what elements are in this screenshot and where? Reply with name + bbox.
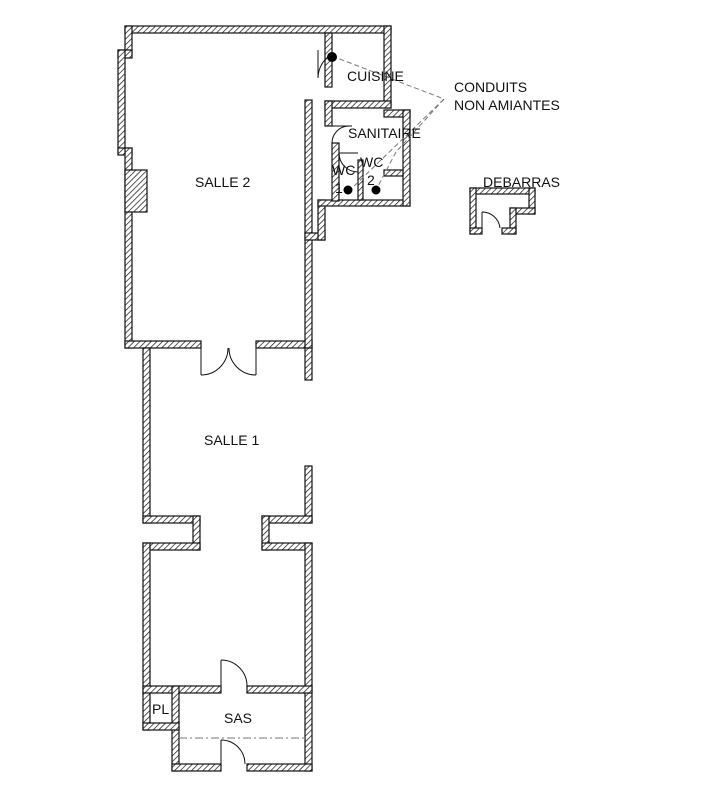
room-label-wc1-line2: 1 bbox=[335, 180, 343, 196]
duct-markers bbox=[327, 52, 381, 195]
debarras-walls bbox=[469, 187, 536, 235]
room-label-wc2-line1: WC bbox=[360, 154, 383, 170]
salle2-walls bbox=[117, 25, 411, 349]
debarras-door bbox=[481, 211, 501, 229]
annotation-line1: CONDUITS bbox=[454, 79, 527, 95]
duct-lines bbox=[331, 55, 445, 191]
room-label-debarras: DEBARRAS bbox=[483, 174, 560, 190]
room-label-sanitaire: SANITAIRE bbox=[348, 125, 421, 141]
salle2-double-door bbox=[200, 347, 257, 376]
duct-marker-wc2 bbox=[371, 185, 381, 195]
room-label-cuisine: CUISINE bbox=[347, 68, 404, 84]
room-label-sas: SAS bbox=[224, 710, 252, 726]
room-label-wc1-line1: WC bbox=[332, 162, 355, 178]
room-label-salle1: SALLE 1 bbox=[204, 432, 259, 448]
room-label-pl: PL bbox=[152, 701, 169, 717]
room-label-wc2-line2: 2 bbox=[367, 172, 375, 188]
room-label-salle2: SALLE 2 bbox=[195, 174, 250, 190]
sas-doors bbox=[220, 659, 248, 765]
salle1-walls bbox=[142, 347, 313, 551]
duct-marker-cuisine bbox=[327, 52, 337, 62]
annotation-line2: NON AMIANTES bbox=[454, 97, 560, 113]
duct-marker-wc1 bbox=[343, 185, 353, 195]
lower-room-walls bbox=[142, 542, 313, 772]
